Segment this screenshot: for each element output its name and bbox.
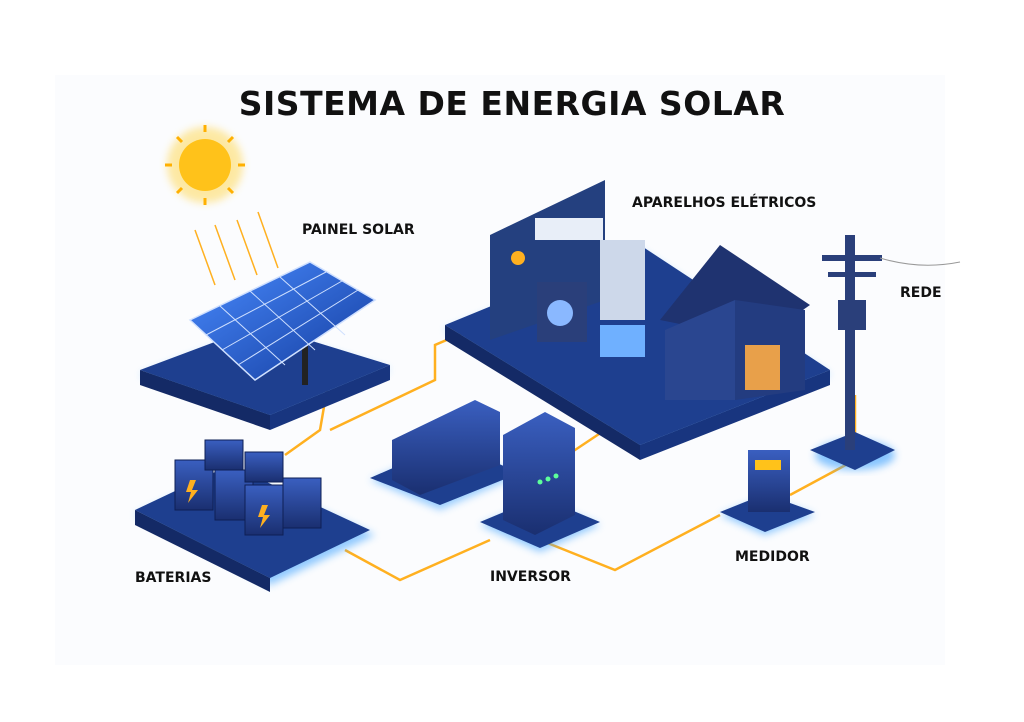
solar-panel-unit <box>140 261 390 430</box>
label-meter: MEDIDOR <box>735 549 810 565</box>
label-grid: REDE <box>900 285 942 301</box>
label-batteries: BATERIAS <box>135 570 212 586</box>
utility-pole <box>810 235 961 470</box>
label-solar-panel: PAINEL SOLAR <box>302 222 415 238</box>
inverter-unit <box>370 400 600 552</box>
page-title: SISTEMA DE ENERGIA SOLAR <box>238 84 786 123</box>
sun-icon <box>165 125 279 286</box>
meter-unit <box>720 450 815 535</box>
house-appliances-unit <box>445 180 830 460</box>
battery-unit <box>135 439 375 592</box>
label-appliances: APARELHOS ELÉTRICOS <box>632 195 817 211</box>
label-inverter: INVERSOR <box>490 569 571 585</box>
